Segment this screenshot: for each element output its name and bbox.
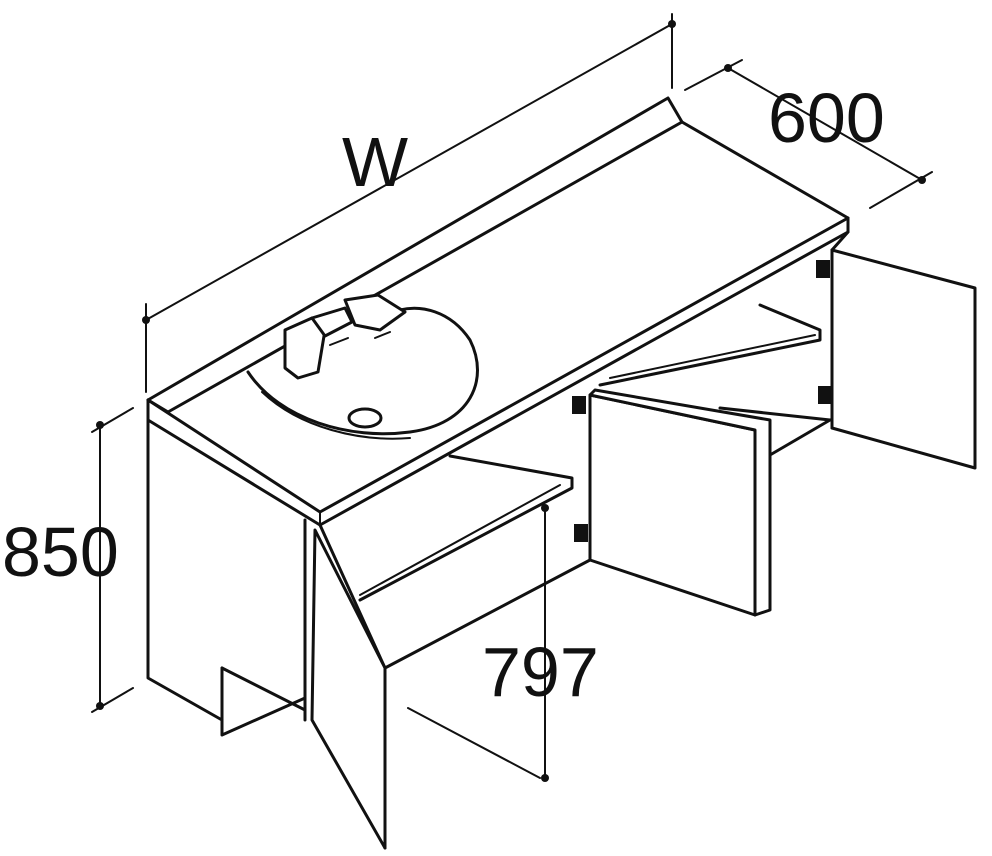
drain-icon <box>347 407 383 429</box>
width-dimension <box>142 13 676 393</box>
left-side-panel <box>146 418 307 737</box>
middle-door <box>572 388 772 617</box>
depth-dimension <box>684 59 933 209</box>
height-dimension <box>91 407 134 713</box>
width-label: W <box>342 123 408 201</box>
hinge-icon <box>574 524 588 542</box>
faucet-icon <box>283 293 407 380</box>
hinge-icon <box>816 260 830 278</box>
cabinet-interior <box>318 303 832 779</box>
hinge-icon <box>818 386 832 404</box>
basin <box>246 306 479 440</box>
inner-height-label: 797 <box>482 633 599 711</box>
right-door <box>816 230 977 470</box>
depth-label: 600 <box>768 79 885 157</box>
hinge-icon <box>572 396 586 414</box>
inner-height-dimension <box>541 504 549 782</box>
height-label: 850 <box>2 513 119 591</box>
left-door <box>310 528 387 850</box>
